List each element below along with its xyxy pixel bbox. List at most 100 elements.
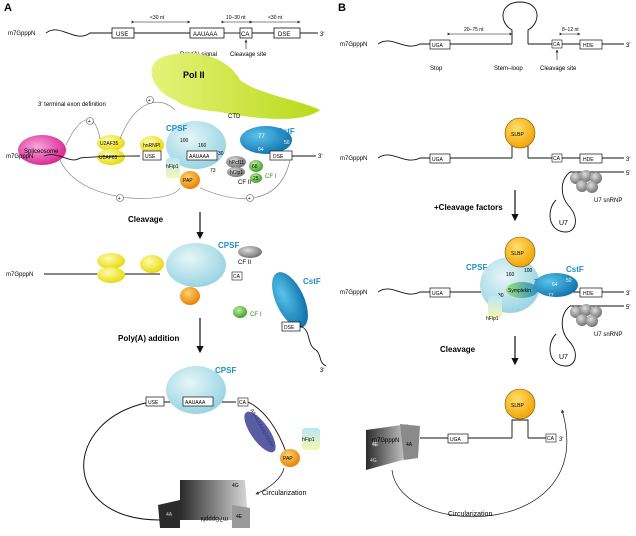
b-complex: m7GpppN UGA SLBP CA HDE 3' 5' U7 snRNP U… bbox=[340, 117, 630, 233]
a-complex-aauaaa: AAUAAA bbox=[189, 154, 210, 160]
pap-label: PAP bbox=[183, 178, 193, 184]
a-circ-pabp bbox=[244, 411, 276, 453]
a-complex-aauaaa-box bbox=[186, 150, 218, 161]
spliceosome bbox=[18, 135, 66, 165]
b-final-eif4e-label: 4E bbox=[372, 442, 379, 448]
b-n30: 30 bbox=[498, 293, 504, 299]
plus-3 bbox=[116, 194, 124, 202]
spliceosome-label: Spliceosome bbox=[24, 149, 59, 155]
cleaved-hnrnpi bbox=[140, 255, 164, 273]
cstf-complex bbox=[240, 126, 292, 154]
a-complex-3prime: 3' bbox=[318, 154, 322, 160]
b-assembled-hde: HDE bbox=[583, 291, 594, 297]
cf2-label: CF II bbox=[238, 180, 251, 186]
panel-b-letter: B bbox=[338, 2, 346, 14]
b-top-uga: UGA bbox=[432, 43, 444, 49]
u2af35 bbox=[97, 135, 125, 151]
a-complex: 3' terminal exon definition Pol II CTD S… bbox=[6, 52, 322, 202]
c25-label: 25 bbox=[253, 176, 259, 182]
b-final-slbp bbox=[504, 388, 536, 420]
a-circ-pap-label: PAP bbox=[283, 456, 293, 462]
a-circ-eif4a-label: 4A bbox=[166, 512, 173, 518]
u2af65 bbox=[97, 149, 125, 165]
cf1-label: CF I bbox=[265, 174, 277, 180]
a-circ-hfip1-label: hFip1 bbox=[302, 437, 315, 443]
b-slbp-label: SLBP bbox=[511, 132, 524, 138]
ctd-label: CTD bbox=[228, 114, 241, 120]
a-cleaved: m7GpppN CPSF CF II CF I CstF DSE 3' CA bbox=[6, 241, 327, 374]
a-top-dist2: 10–30 nt bbox=[226, 15, 246, 21]
b-top-ca: CA bbox=[553, 42, 561, 48]
plus-3-label: + bbox=[118, 196, 121, 202]
hnrnpi bbox=[140, 136, 164, 154]
b-final: 4G 4A 4E m7GpppN UGA SLBP CA 3' Circular… bbox=[366, 388, 568, 518]
a-step2-label: Poly(A) addition bbox=[118, 334, 179, 343]
b-final-circ-label: Circularization bbox=[448, 511, 492, 518]
plus-4-label: + bbox=[248, 196, 251, 202]
cleaved-3prime: 3' bbox=[320, 368, 324, 374]
b-assembled-slbp bbox=[504, 236, 536, 268]
b-symplekin-label: Symplekin bbox=[508, 288, 531, 294]
a-circ-use: USE bbox=[148, 400, 159, 406]
b-step2-label: Cleavage bbox=[440, 345, 476, 354]
a-circ-mrna-left bbox=[83, 401, 161, 521]
b-complex-uga: UGA bbox=[432, 157, 444, 163]
a-top-use: USE bbox=[116, 32, 128, 38]
b-complex-3prime: 3' bbox=[626, 157, 630, 163]
u2af35-label: U2AF35 bbox=[100, 141, 119, 147]
a-circ-pap bbox=[280, 449, 300, 467]
cleaved-cpsf-label: CPSF bbox=[218, 241, 239, 250]
b-final-eif4g-label: 4G bbox=[370, 458, 377, 464]
a-step1-label: Cleavage bbox=[128, 215, 164, 224]
a-complex-dse-box bbox=[269, 150, 293, 161]
b-top-stem-loop bbox=[502, 1, 538, 44]
b-n50: 50 bbox=[566, 278, 572, 284]
b-assembled-cstf-label: CstF bbox=[566, 265, 584, 274]
hnrnpi-label: hnRNPI bbox=[143, 143, 161, 149]
a-top-premrna: m7GpppN USE AAUAAA CA DSE 3' <30 nt 10–3… bbox=[8, 15, 324, 58]
a-circ-label: Circularization bbox=[262, 490, 306, 497]
cpsf160-label: 160 bbox=[198, 143, 207, 149]
cleaved-cf1-label: CF I bbox=[250, 312, 262, 318]
a-circ: USE CPSF AAUAAA CA AAAAAAAAAAAAA PAP hFi… bbox=[83, 366, 320, 528]
b-complex-cap: m7GpppN bbox=[340, 156, 367, 162]
b-top-stemloop: Stem–loop bbox=[494, 66, 523, 72]
b-final-eif4a bbox=[400, 424, 420, 460]
circ-cpsf-label: CPSF bbox=[215, 366, 236, 375]
b-final-eif4a-label: 4A bbox=[406, 442, 413, 448]
b-assembled-uga-box bbox=[429, 287, 451, 298]
a-circ-eif4g bbox=[180, 480, 248, 520]
a-complex-use: USE bbox=[145, 154, 156, 160]
cleaved-ca: CA bbox=[233, 274, 241, 280]
a-top-dist1: <30 nt bbox=[150, 15, 165, 21]
plus-4 bbox=[246, 194, 254, 202]
b-assembled-cap: m7GpppN bbox=[340, 290, 367, 296]
cleaved-cf2-label: CF II bbox=[238, 260, 251, 266]
b-hfip1 bbox=[488, 296, 502, 318]
cleaved-cstf bbox=[272, 272, 308, 328]
b-final-ca-box bbox=[545, 433, 557, 443]
b-n100: 100 bbox=[524, 268, 533, 274]
a-circ-use-box bbox=[145, 396, 165, 407]
cstf64-label: 64 bbox=[258, 147, 264, 153]
cleaved-dse: DSE bbox=[284, 325, 295, 331]
b-assembled-u7: U7 bbox=[559, 354, 568, 361]
cleaved-cstf-label: CstF bbox=[303, 277, 321, 286]
a-circ-eif4e-label: 4E bbox=[236, 514, 243, 520]
a-circ-eif4g-label: 4G bbox=[232, 483, 239, 489]
b-top-stop: Stop bbox=[430, 66, 443, 72]
b-assembled-hde-box bbox=[579, 287, 603, 298]
b-final-eif4e bbox=[372, 439, 380, 447]
panel-a-letter: A bbox=[4, 2, 12, 14]
a-circ-ca: CA bbox=[239, 400, 247, 406]
clp1-label: hClp1 bbox=[230, 170, 243, 176]
a-circ-hfip1 bbox=[302, 428, 320, 450]
b-assembled-slbp-label: SLBP bbox=[511, 251, 524, 257]
b-top-cleavage-site: Cleavage site bbox=[540, 66, 577, 72]
plus-1 bbox=[86, 117, 94, 125]
b-complex-ca: CA bbox=[553, 156, 561, 162]
b-top-premrna: m7GpppN UGA CA HDE 3' 20–75 nt 8–12 nt S… bbox=[340, 1, 630, 72]
b-top-3prime: 3' bbox=[626, 43, 630, 49]
b-top-dist1: 20–75 nt bbox=[464, 27, 484, 33]
cpsf30-label: 30 bbox=[218, 151, 224, 157]
